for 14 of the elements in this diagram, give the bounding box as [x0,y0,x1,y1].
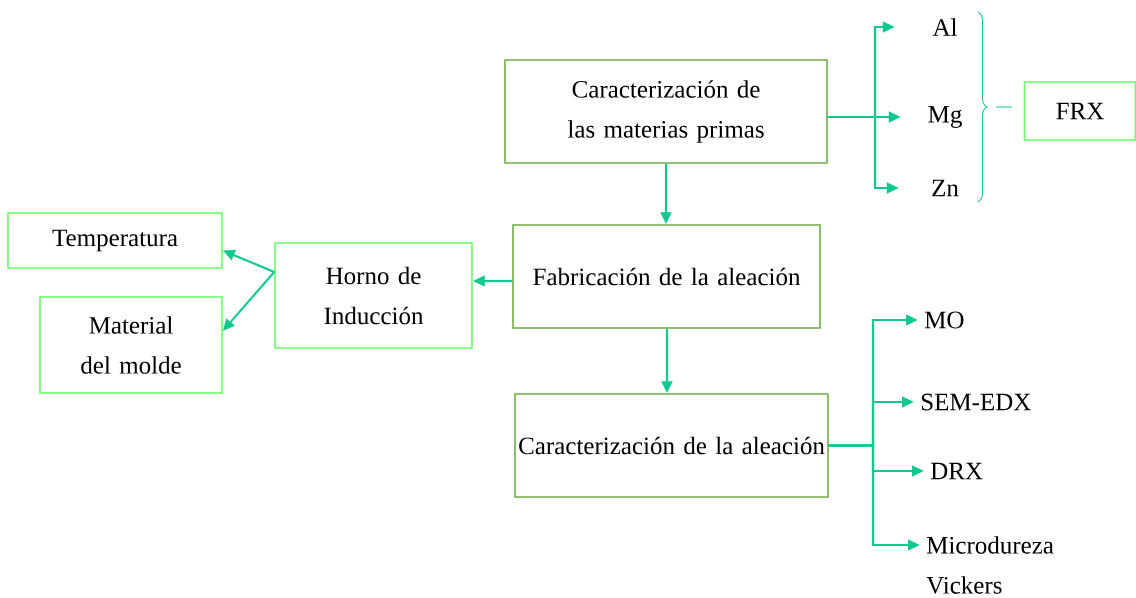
process-box: Caracterización de la aleación [514,393,829,498]
technique-label: SEM-EDX [921,393,1031,411]
element-label: Zn [932,179,959,197]
equipment-box: Horno de Inducción [274,242,473,349]
technique-label: Microdureza Vickers [926,536,1054,594]
technique-label: MO [924,311,964,329]
parameter-box: Temperatura [7,212,223,269]
process-box: Fabricación de la aleación [512,224,821,329]
technique-label: DRX [930,462,983,480]
element-label: Al [932,18,957,36]
process-box: Caracterización de las materias primas [504,59,828,164]
element-label: Mg [928,106,962,128]
technique-box: FRX [1023,81,1136,141]
parameter-box: Material del molde [39,296,223,394]
